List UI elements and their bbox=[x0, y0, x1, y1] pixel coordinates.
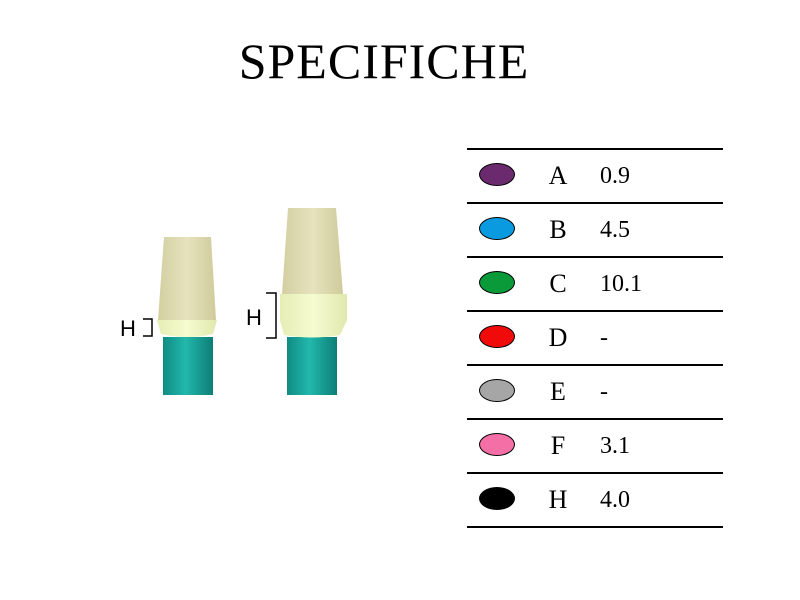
color-swatch-icon bbox=[479, 271, 515, 294]
spec-row: C 10.1 bbox=[467, 256, 723, 310]
spec-row: A 0.9 bbox=[467, 148, 723, 202]
right-collar bbox=[280, 294, 347, 338]
spec-key: C bbox=[549, 269, 567, 298]
spec-row: H 4.0 bbox=[467, 472, 723, 528]
left-h-label: H bbox=[120, 316, 136, 341]
color-swatch-icon bbox=[479, 163, 515, 186]
spec-row: B 4.5 bbox=[467, 202, 723, 256]
right-h-label: H bbox=[246, 305, 262, 330]
spec-value: 3.1 bbox=[600, 433, 630, 459]
spec-row: F 3.1 bbox=[467, 418, 723, 472]
spec-key: F bbox=[550, 431, 566, 460]
right-connection bbox=[287, 337, 337, 395]
spec-value: 4.5 bbox=[600, 217, 630, 243]
spec-key: B bbox=[549, 215, 567, 244]
spec-key: E bbox=[550, 377, 566, 406]
color-swatch-icon bbox=[479, 325, 515, 348]
abutment-illustration: H H bbox=[120, 208, 347, 395]
color-swatch-icon bbox=[479, 433, 515, 456]
spec-value: 4.0 bbox=[600, 487, 630, 513]
spec-value: - bbox=[600, 325, 608, 351]
spec-value: 0.9 bbox=[600, 163, 630, 189]
spec-value: 10.1 bbox=[600, 271, 642, 297]
right-h-bracket: H bbox=[246, 292, 277, 339]
spec-value: - bbox=[600, 379, 608, 405]
left-h-bracket: H bbox=[120, 316, 153, 341]
spec-key: D bbox=[548, 323, 568, 352]
spec-key: A bbox=[548, 161, 568, 190]
right-abutment bbox=[280, 208, 347, 395]
left-collar bbox=[157, 320, 217, 337]
spec-row: E- bbox=[467, 364, 723, 418]
left-abutment bbox=[157, 237, 217, 395]
spec-key: H bbox=[548, 485, 568, 514]
right-post bbox=[282, 208, 343, 294]
left-connection bbox=[163, 337, 213, 395]
color-swatch-icon bbox=[479, 217, 515, 240]
spec-row: D- bbox=[467, 310, 723, 364]
left-post bbox=[158, 237, 216, 320]
color-swatch-icon bbox=[479, 487, 515, 510]
page-title: SPECIFICHE bbox=[238, 33, 530, 89]
color-swatch-icon bbox=[479, 379, 515, 402]
